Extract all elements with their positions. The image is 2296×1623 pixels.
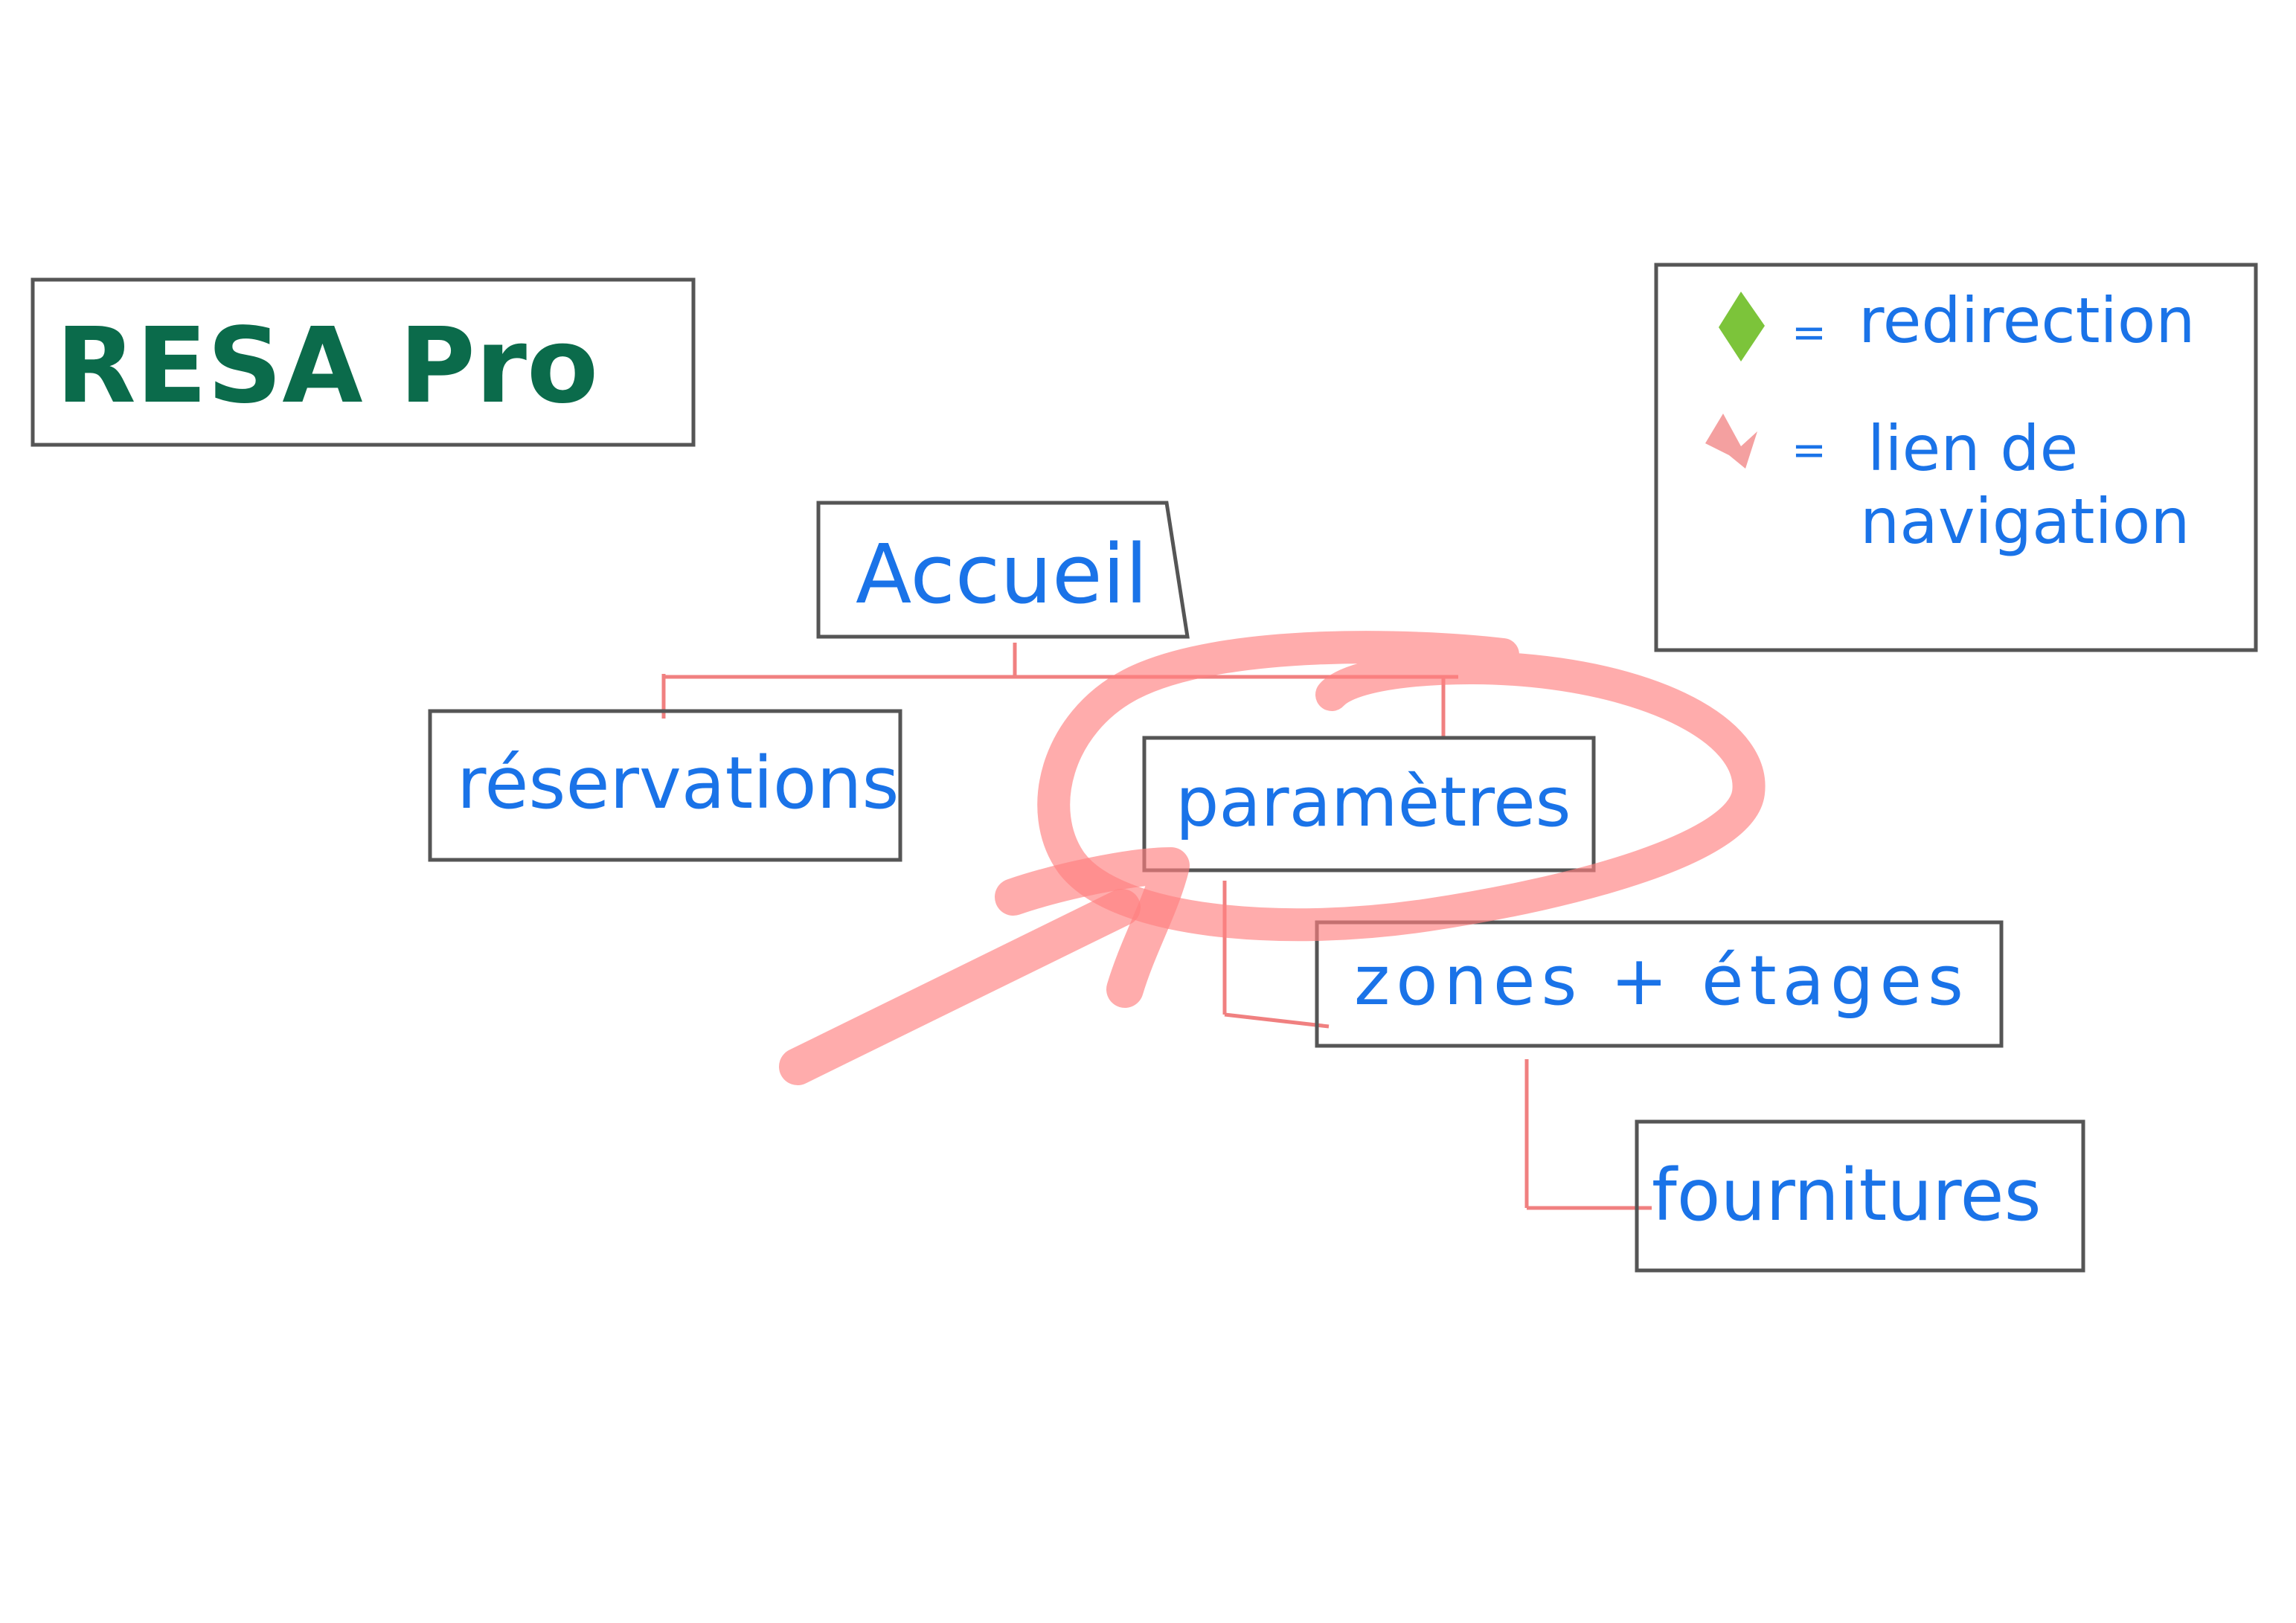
node-reservations-label: réservations	[457, 742, 900, 825]
highlight-arrow-shaft	[779, 889, 1141, 1085]
highlight-arrow-head-icon	[995, 847, 1190, 1008]
node-zones-box	[1315, 920, 2004, 1048]
redirection-swatch-icon	[1719, 292, 1765, 361]
node-parametres-label: paramètres	[1176, 762, 1571, 842]
node-parametres-box	[1142, 736, 1596, 872]
node-reservations-box	[428, 709, 902, 862]
node-fournitures-label: fournitures	[1652, 1154, 2042, 1237]
node-zones-label: zones + étages	[1354, 941, 1969, 1021]
legend-navigation-label-line1: lien de	[1867, 412, 2078, 485]
title-box	[31, 277, 696, 447]
legend-redirection-label: redirection	[1859, 284, 2195, 357]
navigation-link-swatch-icon	[1705, 414, 1757, 469]
app-title: RESA Pro	[56, 306, 598, 427]
node-fournitures-box	[1635, 1119, 2085, 1273]
legend-navigation-label-line2: navigation	[1860, 485, 2190, 558]
legend-navigation-equals: =	[1792, 426, 1827, 475]
legend-box	[1654, 263, 2258, 652]
node-accueil-box	[816, 501, 1190, 639]
highlight-annotation	[779, 631, 1766, 1085]
highlight-circle	[1037, 631, 1766, 942]
node-accueil-label: Accueil	[856, 527, 1148, 622]
legend-redirection-equals: =	[1792, 309, 1827, 357]
